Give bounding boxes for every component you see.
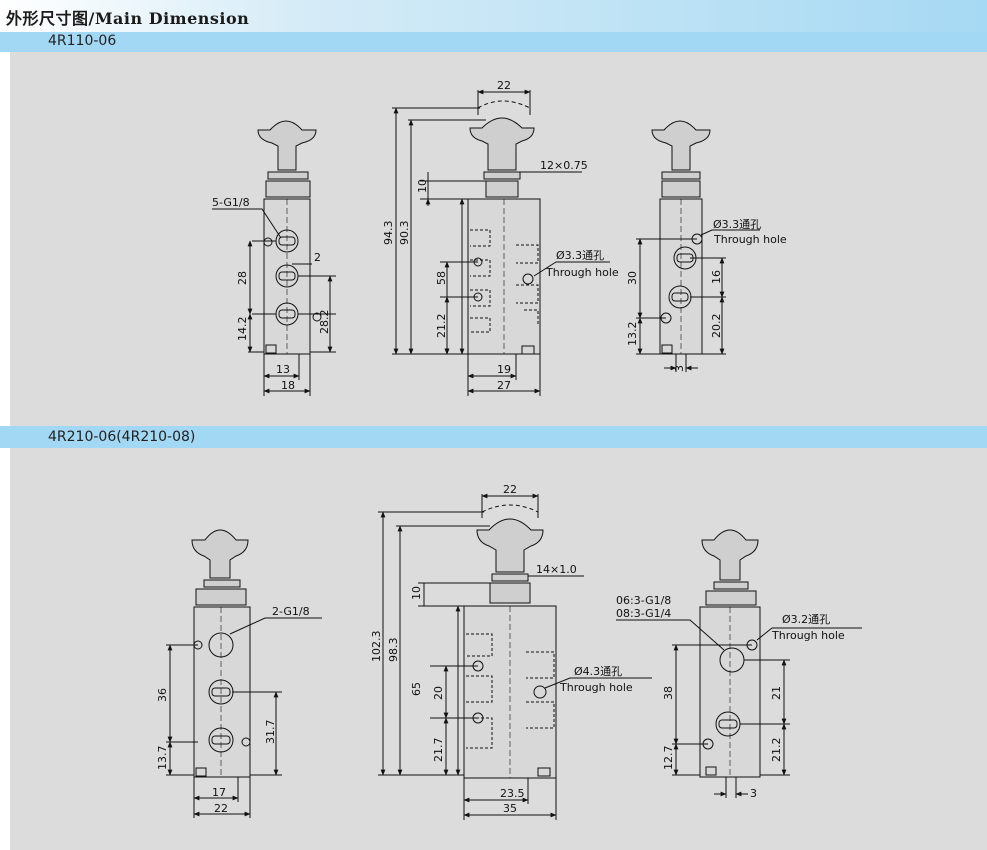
s2-dim-38: 38 [662, 686, 675, 700]
s1-dim-27: 27 [497, 379, 511, 392]
s1-center-knob [469, 117, 535, 171]
s1-left-knob [257, 120, 317, 171]
s2-right-view [616, 529, 862, 798]
s1-center-view [392, 89, 610, 396]
s1-thread: 12×0.75 [540, 159, 588, 172]
s1-hole-r: Ø3.3通孔 [713, 218, 761, 231]
s1-dim-19: 19 [497, 363, 511, 376]
s2-hole: Ø4.3通孔 [574, 665, 622, 678]
s1-port-label: 5-G1/8 [212, 196, 250, 209]
s2-thread: 14×1.0 [536, 563, 577, 576]
s1-dim-28-2: 28.2 [318, 310, 331, 335]
s2-left-knob [191, 529, 249, 579]
s1-right-knob [651, 120, 711, 171]
s2-dim-23-5: 23.5 [500, 787, 525, 800]
section-title-2: 4R210-06(4R210-08) [48, 429, 196, 445]
page-title: 外形尺寸图/Main Dimension [6, 9, 250, 28]
s1-dim-2: 2 [314, 251, 321, 264]
s2-through: Through hole [559, 681, 633, 694]
s2-dim-20: 20 [432, 686, 445, 700]
s2-port-06: 06:3-G1/8 [616, 594, 671, 607]
s2-through-r: Through hole [771, 629, 845, 642]
header-bar: 外形尺寸图/Main Dimension [0, 0, 987, 32]
s2-center-knob [476, 518, 544, 573]
s1-right-view [636, 120, 760, 372]
s1-hole: Ø3.3通孔 [556, 249, 604, 262]
s1-dim-18: 18 [281, 379, 295, 392]
s1-dim-13-2: 13.2 [626, 322, 639, 347]
section-title-1: 4R110-06 [48, 33, 117, 49]
s1-left-collar [265, 180, 311, 198]
s2-dim-21-2: 21.2 [770, 738, 783, 763]
s1-dim-14-2: 14.2 [236, 317, 249, 342]
s1-dim-58: 58 [435, 271, 448, 285]
s1-dim-20-2: 20.2 [710, 314, 723, 339]
s1-dim-3: 3 [673, 365, 686, 372]
s1-dim-28: 28 [236, 271, 249, 285]
s2-dim-98-3: 98.3 [387, 638, 400, 663]
s1-dim-16: 16 [710, 270, 723, 284]
s2-hole-r: Ø3.2通孔 [782, 613, 830, 626]
s1-dim-22: 22 [497, 79, 511, 92]
s2-dim-21: 21 [770, 686, 783, 700]
s1-dim-30: 30 [626, 271, 639, 285]
s2-dim-13-7: 13.7 [156, 746, 169, 771]
s1-dim-13: 13 [276, 363, 290, 376]
s1-left-nut [267, 171, 309, 180]
s2-dim-17: 17 [212, 786, 226, 799]
s1-dim-90-3: 90.3 [398, 221, 411, 246]
s2-dim-3: 3 [750, 787, 757, 800]
s2-dim-102-3: 102.3 [370, 631, 383, 663]
s2-dim-35: 35 [503, 802, 517, 815]
s2-port-08: 08:3-G1/4 [616, 607, 671, 620]
s2-center-view [378, 493, 652, 820]
s1-dim-21-2: 21.2 [435, 314, 448, 339]
s2-dim-12-7: 12.7 [662, 746, 675, 771]
s1-dim-10: 10 [416, 179, 429, 193]
section-band-2: 4R210-06(4R210-08) [0, 426, 987, 448]
s2-dim-10: 10 [410, 586, 423, 600]
s2-dim-22a: 22 [214, 802, 228, 815]
s2-right-knob [701, 529, 759, 581]
section-band-1: 4R110-06 [0, 32, 987, 52]
s1-through-r: Through hole [713, 233, 787, 246]
s2-dim-36: 36 [156, 688, 169, 702]
s1-dim-94-3: 94.3 [382, 221, 395, 246]
s2-dim-65: 65 [410, 682, 423, 696]
s2-port-label: 2-G1/8 [272, 605, 310, 618]
s1-left-view [212, 120, 336, 396]
s2-left-view [166, 529, 322, 818]
s2-dim-31-7: 31.7 [264, 720, 277, 745]
s2-dim-22: 22 [503, 483, 517, 496]
s2-dim-21-7: 21.7 [432, 738, 445, 763]
s1-through: Through hole [545, 266, 619, 279]
